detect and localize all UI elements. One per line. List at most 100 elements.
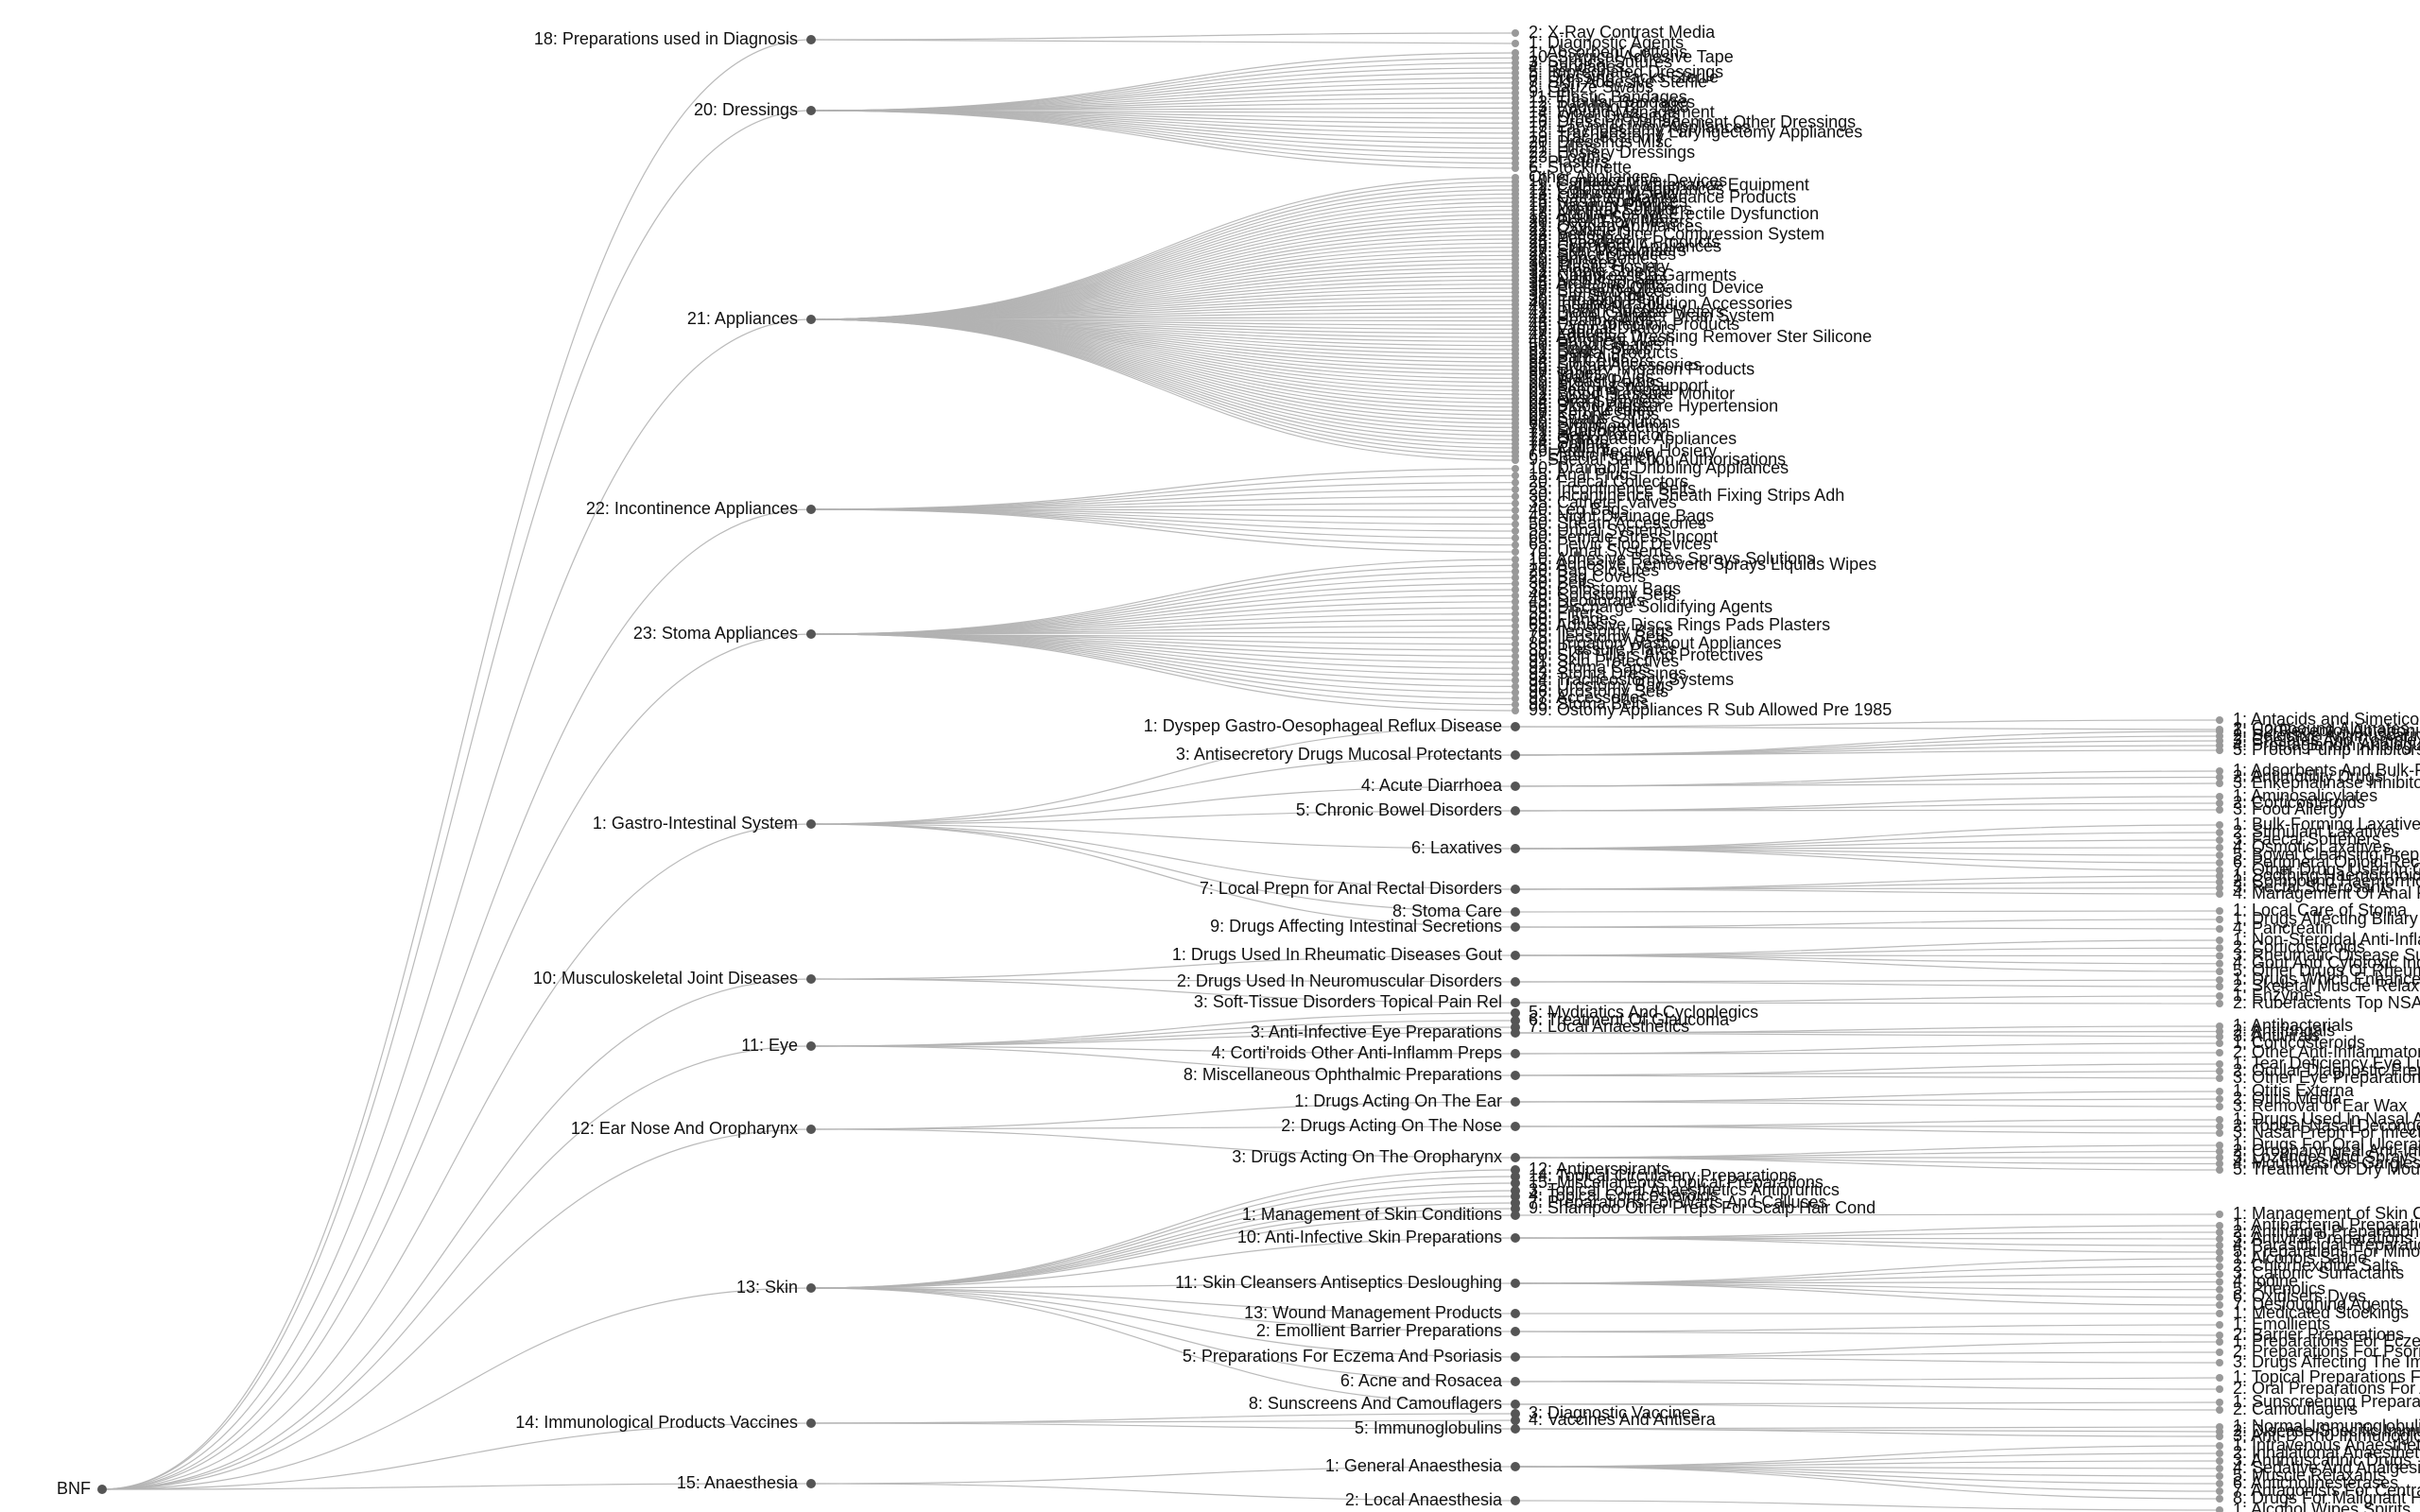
chapter-node[interactable] — [806, 35, 816, 44]
subsection-node[interactable] — [2216, 1040, 2223, 1047]
subsection-node[interactable] — [2216, 1450, 2223, 1457]
chapter-node[interactable] — [806, 1479, 816, 1488]
section-node[interactable] — [1511, 844, 1520, 853]
subsection-node[interactable] — [2216, 1457, 2223, 1465]
leaf-node[interactable] — [1512, 40, 1519, 47]
section-node[interactable] — [1511, 1178, 1520, 1188]
section-node[interactable] — [1511, 998, 1520, 1007]
subsection-node[interactable] — [2216, 1211, 2223, 1218]
subsection-node[interactable] — [2216, 1480, 2223, 1487]
leaf-node[interactable] — [1512, 610, 1519, 618]
subsection-node[interactable] — [2216, 806, 2223, 814]
subsection-node[interactable] — [2216, 780, 2223, 787]
leaf-node[interactable] — [1512, 707, 1519, 714]
leaf-node[interactable] — [1512, 677, 1519, 684]
subsection-node[interactable] — [2216, 1310, 2223, 1317]
chapter-node[interactable] — [806, 974, 816, 984]
subsection-node[interactable] — [2216, 992, 2223, 1000]
leaf-node[interactable] — [1512, 664, 1519, 673]
leaf-node[interactable] — [1512, 472, 1519, 480]
leaf-node[interactable] — [1512, 465, 1519, 472]
section-node[interactable] — [1511, 1279, 1520, 1288]
section-node[interactable] — [1511, 1424, 1520, 1434]
section-node[interactable] — [1511, 1008, 1520, 1018]
leaf-node[interactable] — [1512, 627, 1519, 636]
subsection-node[interactable] — [2216, 821, 2223, 829]
subsection-node[interactable] — [2216, 1160, 2223, 1168]
subsection-node[interactable] — [2216, 1074, 2223, 1082]
chapter-node[interactable] — [806, 106, 816, 115]
chapter-node[interactable] — [806, 1283, 816, 1293]
subsection-node[interactable] — [2216, 1465, 2223, 1472]
root-node[interactable] — [97, 1485, 107, 1494]
subsection-node[interactable] — [2216, 1116, 2223, 1124]
section-node[interactable] — [1511, 1416, 1520, 1425]
section-node[interactable] — [1511, 1409, 1520, 1418]
subsection-node[interactable] — [2216, 1301, 2223, 1309]
leaf-node[interactable] — [1512, 688, 1519, 696]
subsection-node[interactable] — [2216, 747, 2223, 754]
subsection-node[interactable] — [2216, 859, 2223, 867]
subsection-node[interactable] — [2216, 1222, 2223, 1229]
subsection-node[interactable] — [2216, 1332, 2223, 1339]
subsection-node[interactable] — [2216, 1293, 2223, 1301]
leaf-node[interactable] — [1512, 541, 1519, 549]
subsection-node[interactable] — [2216, 799, 2223, 807]
subsection-node[interactable] — [2216, 1095, 2223, 1103]
subsection-node[interactable] — [2216, 1154, 2223, 1161]
leaf-node[interactable] — [1512, 492, 1519, 501]
leaf-node[interactable] — [1512, 456, 1519, 464]
subsection-node[interactable] — [2216, 1399, 2223, 1406]
leaf-node[interactable] — [1512, 527, 1519, 535]
subsection-node[interactable] — [2216, 1495, 2223, 1503]
subsection-node[interactable] — [2216, 1321, 2223, 1329]
section-node[interactable] — [1511, 750, 1520, 760]
subsection-node[interactable] — [2216, 1506, 2223, 1512]
chapter-node[interactable] — [806, 1418, 816, 1428]
subsection-node[interactable] — [2216, 1123, 2223, 1130]
section-node[interactable] — [1511, 1071, 1520, 1080]
subsection-node[interactable] — [2216, 983, 2223, 990]
subsection-node[interactable] — [2216, 1472, 2223, 1480]
subsection-node[interactable] — [2216, 773, 2223, 782]
subsection-node[interactable] — [2216, 1000, 2223, 1007]
subsection-node[interactable] — [2216, 890, 2223, 898]
chapter-node[interactable] — [806, 629, 816, 639]
subsection-node[interactable] — [2216, 1228, 2223, 1236]
subsection-node[interactable] — [2216, 1166, 2223, 1174]
leaf-node[interactable] — [1512, 520, 1519, 528]
section-node[interactable] — [1511, 1097, 1520, 1107]
leaf-node[interactable] — [1512, 658, 1519, 666]
subsection-node[interactable] — [2216, 1374, 2223, 1382]
leaf-node[interactable] — [1512, 622, 1519, 630]
subsection-node[interactable] — [2216, 907, 2223, 915]
leaf-node[interactable] — [1512, 652, 1519, 661]
subsection-node[interactable] — [2216, 1433, 2223, 1440]
section-node[interactable] — [1511, 1462, 1520, 1471]
subsection-node[interactable] — [2216, 936, 2223, 944]
leaf-node[interactable] — [1512, 507, 1519, 514]
section-node[interactable] — [1511, 1377, 1520, 1386]
subsection-node[interactable] — [2216, 767, 2223, 775]
section-node[interactable] — [1511, 1309, 1520, 1318]
leaf-node[interactable] — [1512, 640, 1519, 648]
subsection-node[interactable] — [2216, 1248, 2223, 1256]
chapter-node[interactable] — [806, 1125, 816, 1134]
section-node[interactable] — [1511, 1153, 1520, 1162]
subsection-node[interactable] — [2216, 1442, 2223, 1450]
leaf-node[interactable] — [1512, 682, 1519, 691]
subsection-node[interactable] — [2216, 1142, 2223, 1149]
section-node[interactable] — [1511, 907, 1520, 917]
leaf-node[interactable] — [1512, 579, 1519, 588]
subsection-node[interactable] — [2216, 1338, 2223, 1346]
leaf-node[interactable] — [1512, 486, 1519, 493]
section-node[interactable] — [1511, 1327, 1520, 1336]
subsection-node[interactable] — [2216, 1033, 2223, 1040]
section-node[interactable] — [1511, 722, 1520, 731]
section-node[interactable] — [1511, 885, 1520, 894]
subsection-node[interactable] — [2216, 1060, 2223, 1068]
leaf-node[interactable] — [1512, 534, 1519, 542]
subsection-node[interactable] — [2216, 844, 2223, 851]
chapter-node[interactable] — [806, 315, 816, 324]
leaf-node[interactable] — [1512, 700, 1519, 709]
